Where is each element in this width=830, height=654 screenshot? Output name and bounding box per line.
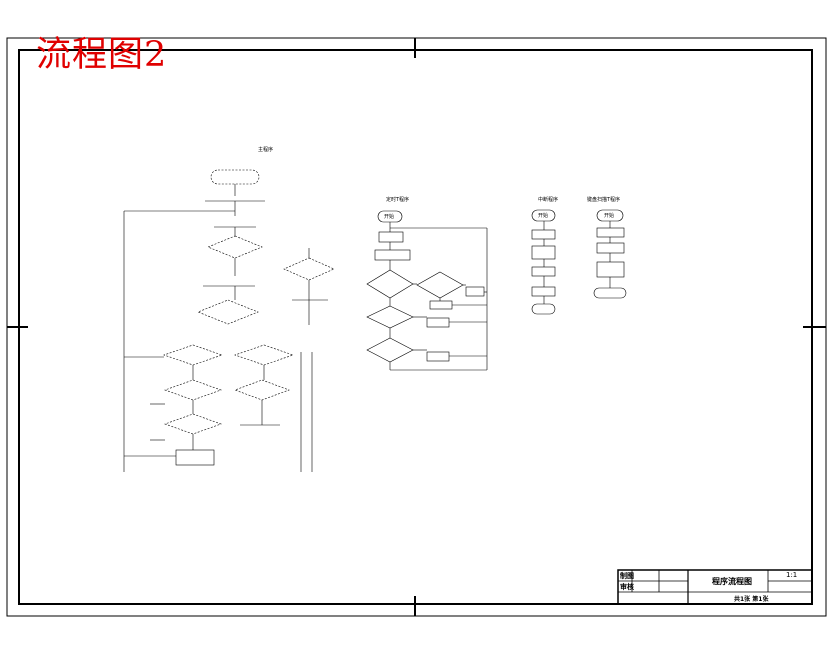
title-block-bottom-label: 共1张 第1张 [734, 596, 769, 603]
main-decision-7 [164, 413, 222, 435]
outer-frame [6, 37, 827, 617]
sub3-step-1 [596, 227, 625, 238]
sub2-step-4 [531, 286, 556, 297]
main-decision-8 [283, 257, 335, 281]
sub-flow-1-start-label: 开始 [384, 214, 395, 220]
sub1-box-b [429, 300, 453, 310]
center-marks [7, 38, 826, 616]
sub-flow-3-start-label: 开始 [604, 213, 615, 219]
sub1-box-a [465, 286, 485, 297]
sub-flowchart-3 [593, 209, 627, 299]
main-flow-title: 主程序 [258, 147, 274, 153]
sub1-decision-1 [366, 269, 414, 299]
sub-flow-2-start-label: 开始 [538, 213, 549, 219]
sub3-step-2 [596, 242, 625, 254]
sub1-decision-2 [416, 271, 464, 299]
main-decision-2 [197, 299, 259, 325]
main-flowchart [123, 169, 335, 472]
sub2-step-3 [531, 266, 556, 277]
sheet-title: 流程图2 [36, 35, 168, 75]
sub1-step-1 [378, 231, 404, 243]
sub-flow-2-title: 中断程序 [538, 197, 559, 203]
sub3-step-3 [596, 261, 625, 278]
sub1-step-2 [374, 249, 411, 261]
sub1-box-c [426, 317, 450, 328]
title-block-sheet-no: 1:1 [786, 571, 798, 579]
title-block [617, 569, 813, 605]
sub1-box-d [426, 351, 450, 362]
sub2-step-2 [531, 245, 556, 260]
title-block-label-check: 审核 [620, 583, 634, 591]
title-block-drawing-name: 程序流程图 [712, 577, 752, 586]
main-process-box [175, 449, 215, 466]
main-decision-3 [163, 344, 223, 366]
sub-flow-3-title: 键盘扫描T程序 [587, 197, 621, 203]
sub1-decision-4 [366, 337, 414, 363]
main-decision-6 [234, 379, 290, 401]
sub1-decision-3 [366, 305, 414, 329]
main-start-terminal [210, 169, 260, 185]
sub3-end [593, 287, 627, 299]
sub-flowchart-2 [531, 209, 556, 315]
sub-flow-1-title: 定时T程序 [386, 197, 410, 203]
sub2-start [531, 209, 556, 222]
title-block-label-draw: 制图 [620, 572, 634, 580]
sub-flowchart-1 [366, 210, 488, 371]
inner-frame [18, 49, 813, 605]
sub2-step-1 [531, 229, 556, 240]
main-decision-4 [234, 344, 294, 366]
main-decision-5 [164, 379, 222, 401]
main-decision-1 [207, 235, 263, 259]
sub2-end [531, 303, 556, 315]
